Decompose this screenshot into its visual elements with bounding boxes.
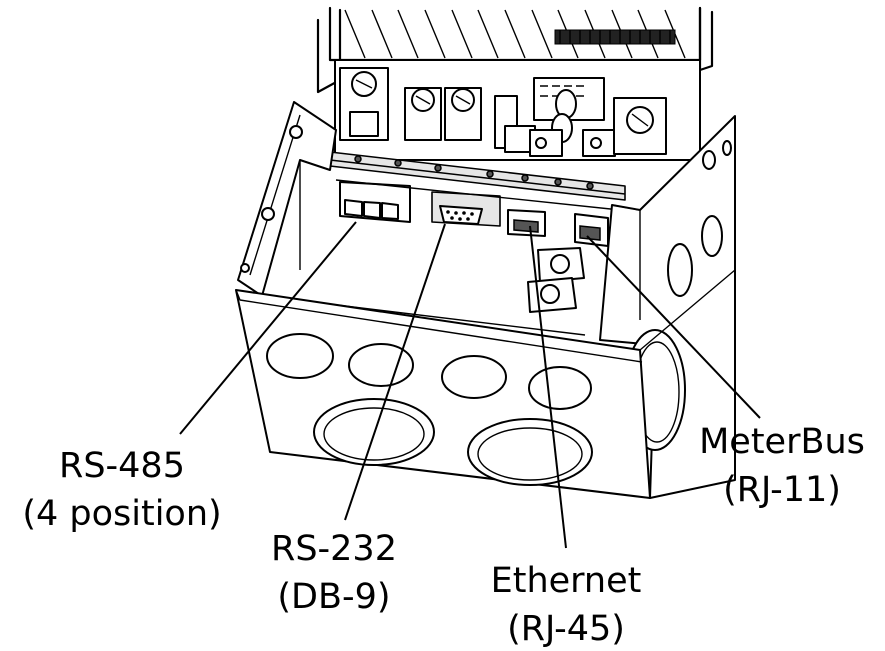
leader-rs485 xyxy=(179,221,357,435)
leader-lines xyxy=(179,221,761,549)
ethernet-label: Ethernet xyxy=(491,561,642,601)
ethernet-sublabel: (RJ-45) xyxy=(507,609,625,649)
ground-lug xyxy=(527,247,585,313)
db9-connector xyxy=(431,191,501,227)
callout-labels: RS-485 (4 position) RS-232 (DB-9) Ethern… xyxy=(22,422,865,649)
rj45-connector xyxy=(507,209,546,237)
rs485-label: RS-485 xyxy=(59,446,185,486)
rs232-sublabel: (DB-9) xyxy=(277,577,390,617)
meterbus-sublabel: (RJ-11) xyxy=(723,470,841,510)
din-rail xyxy=(329,151,626,201)
enclosure-box xyxy=(235,101,736,499)
rs232-label: RS-232 xyxy=(271,529,397,569)
terminal-blocks xyxy=(334,59,701,161)
meterbus-label: MeterBus xyxy=(699,422,865,462)
rj11-connector xyxy=(574,213,609,247)
leader-meterbus xyxy=(586,235,761,419)
leader-rs232 xyxy=(344,223,446,521)
leader-ethernet xyxy=(529,225,567,549)
rs485-connector xyxy=(339,181,411,223)
rs485-sublabel: (4 position) xyxy=(22,494,221,534)
